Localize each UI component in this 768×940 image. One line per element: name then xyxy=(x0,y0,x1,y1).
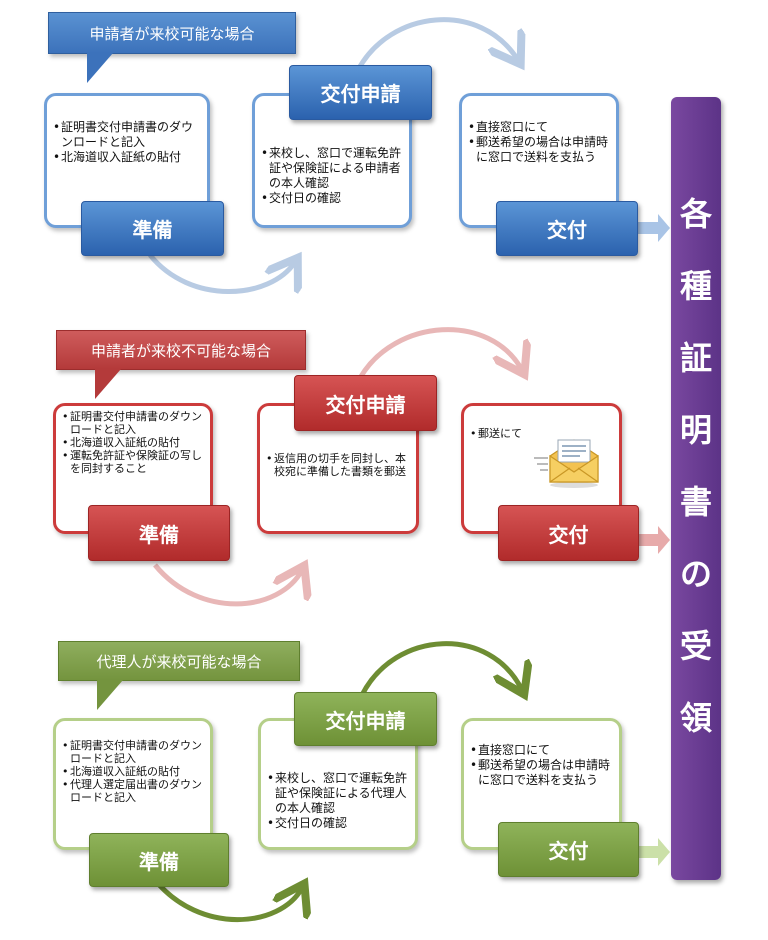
curved-arrow xyxy=(359,641,522,695)
issue-button-label: 交付 xyxy=(547,218,587,242)
issue-button-label: 交付 xyxy=(548,522,589,547)
prep-item: 北海道収入証紙の貼付 xyxy=(53,150,201,165)
apply-item: 来校し、窓口で運転免許証や保険証による申請者の本人確認 xyxy=(261,146,403,191)
prep-button[interactable]: 準備 xyxy=(88,505,230,561)
apply-button[interactable]: 交付申請 xyxy=(289,65,432,120)
prep-item: 北海道収入証紙の貼付 xyxy=(62,436,206,449)
issue-item: 直接窓口にて xyxy=(470,743,613,758)
prep-card: 証明書交付申請書のダウンロードと記入 北海道収入証紙の貼付 代理人選定届出書のダ… xyxy=(53,718,213,850)
prep-button-label: 準備 xyxy=(139,522,179,547)
prep-item: 証明書交付申請書のダウンロードと記入 xyxy=(62,410,206,436)
prep-item: 北海道収入証紙の貼付 xyxy=(62,765,206,778)
prep-item: 証明書交付申請書のダウンロードと記入 xyxy=(62,739,206,765)
apply-item: 返信用の切手を同封し、本校宛に準備した書類を郵送 xyxy=(266,452,410,478)
callout-proxy: 代理人が来校可能な場合 xyxy=(58,641,300,710)
block-arrow-right xyxy=(637,526,670,554)
callout-label: 申請者が来校不可能な場合 xyxy=(90,341,271,360)
apply-button-label: 交付申請 xyxy=(320,82,401,106)
block-arrow-right xyxy=(637,838,670,866)
prep-item: 証明書交付申請書のダウンロードと記入 xyxy=(53,120,201,150)
issue-button[interactable]: 交付 xyxy=(498,822,639,877)
callout-self-visit: 申請者が来校可能な場合 xyxy=(48,12,296,83)
certificate-receipt-bar: 各 種 証 明 書 の 受 領 xyxy=(671,97,721,880)
apply-item: 来校し、窓口で運転免許証や保険証による代理人の本人確認 xyxy=(267,771,409,816)
prep-button[interactable]: 準備 xyxy=(81,201,224,256)
prep-item: 代理人選定届出書のダウンロードと記入 xyxy=(62,778,206,804)
bar-char: 明 xyxy=(679,411,712,449)
bar-char: 種 xyxy=(679,267,712,305)
apply-item: 交付日の確認 xyxy=(261,191,403,206)
issue-item: 直接窓口にて xyxy=(468,120,610,135)
callout-mail: 申請者が来校不可能な場合 xyxy=(56,330,306,399)
curved-arrow xyxy=(148,255,295,294)
apply-button[interactable]: 交付申請 xyxy=(294,692,437,746)
bar-char: の xyxy=(679,555,712,593)
prep-button[interactable]: 準備 xyxy=(89,833,229,887)
issue-button[interactable]: 交付 xyxy=(496,201,638,256)
bar-char: 受 xyxy=(679,627,712,665)
prep-button-label: 準備 xyxy=(139,849,179,874)
apply-item: 交付日の確認 xyxy=(267,816,409,831)
apply-button-label: 交付申請 xyxy=(325,708,406,733)
curved-arrow xyxy=(153,565,302,607)
issue-button-label: 交付 xyxy=(548,839,589,863)
bar-char: 各 xyxy=(679,195,712,233)
apply-button-label: 交付申請 xyxy=(325,392,406,417)
issue-button[interactable]: 交付 xyxy=(498,505,639,561)
bar-char: 書 xyxy=(679,483,712,521)
curved-arrow xyxy=(357,327,522,378)
curved-arrow xyxy=(355,17,518,72)
apply-button[interactable]: 交付申請 xyxy=(294,375,437,431)
issue-item: 郵送希望の場合は申請時に窓口で送料を支払う xyxy=(470,758,613,788)
prep-button-label: 準備 xyxy=(132,218,173,242)
envelope-icon xyxy=(534,439,599,488)
curved-arrow xyxy=(153,880,302,922)
callout-label: 代理人が来校可能な場合 xyxy=(96,652,262,671)
prep-item: 運転免許証や保険証の写しを同封すること xyxy=(62,449,206,475)
bar-char: 証 xyxy=(679,339,712,377)
issue-item: 郵送希望の場合は申請時に窓口で送料を支払う xyxy=(468,135,610,165)
issue-item: 郵送にて xyxy=(470,426,613,441)
callout-label: 申請者が来校可能な場合 xyxy=(89,24,255,43)
bar-char: 領 xyxy=(679,699,712,737)
block-arrow-right xyxy=(637,214,670,242)
